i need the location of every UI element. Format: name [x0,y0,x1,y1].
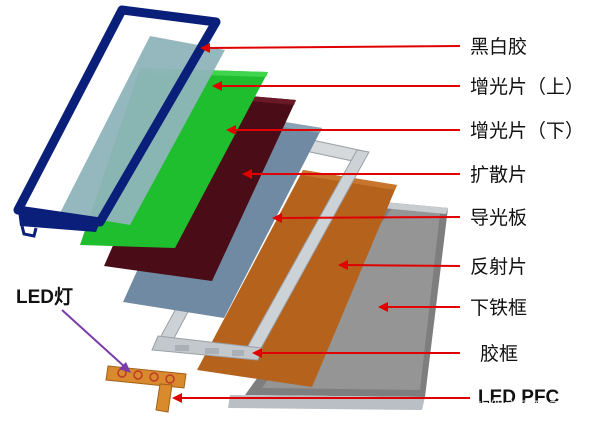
label-light-guide: 导光板 [470,207,527,229]
led-strip-layer [105,365,187,413]
label-black-tape: 黑白胶 [470,36,527,58]
label-prism-upper: 增光片（上） [470,76,584,98]
label-rubber-frame: 胶框 [480,343,518,365]
callout-reflector [343,264,461,267]
outer-frame-layer [13,5,221,238]
callout-led-lamp [61,309,131,373]
label-bottom-bezel: 下铁框 [470,297,527,319]
callout-light-guide [277,216,461,219]
watermark-text: 知乎 @软件方案研工 [424,398,564,416]
callout-black-tape [205,45,461,49]
callout-lines [172,43,470,403]
label-reflector: 反射片 [470,256,527,278]
label-led-lamp: LED灯 [16,286,73,308]
label-led-pfc: LED PFC [478,387,560,408]
label-diffuser: 扩散片 [470,164,527,186]
label-prism-lower: 增光片（下） [470,120,584,142]
